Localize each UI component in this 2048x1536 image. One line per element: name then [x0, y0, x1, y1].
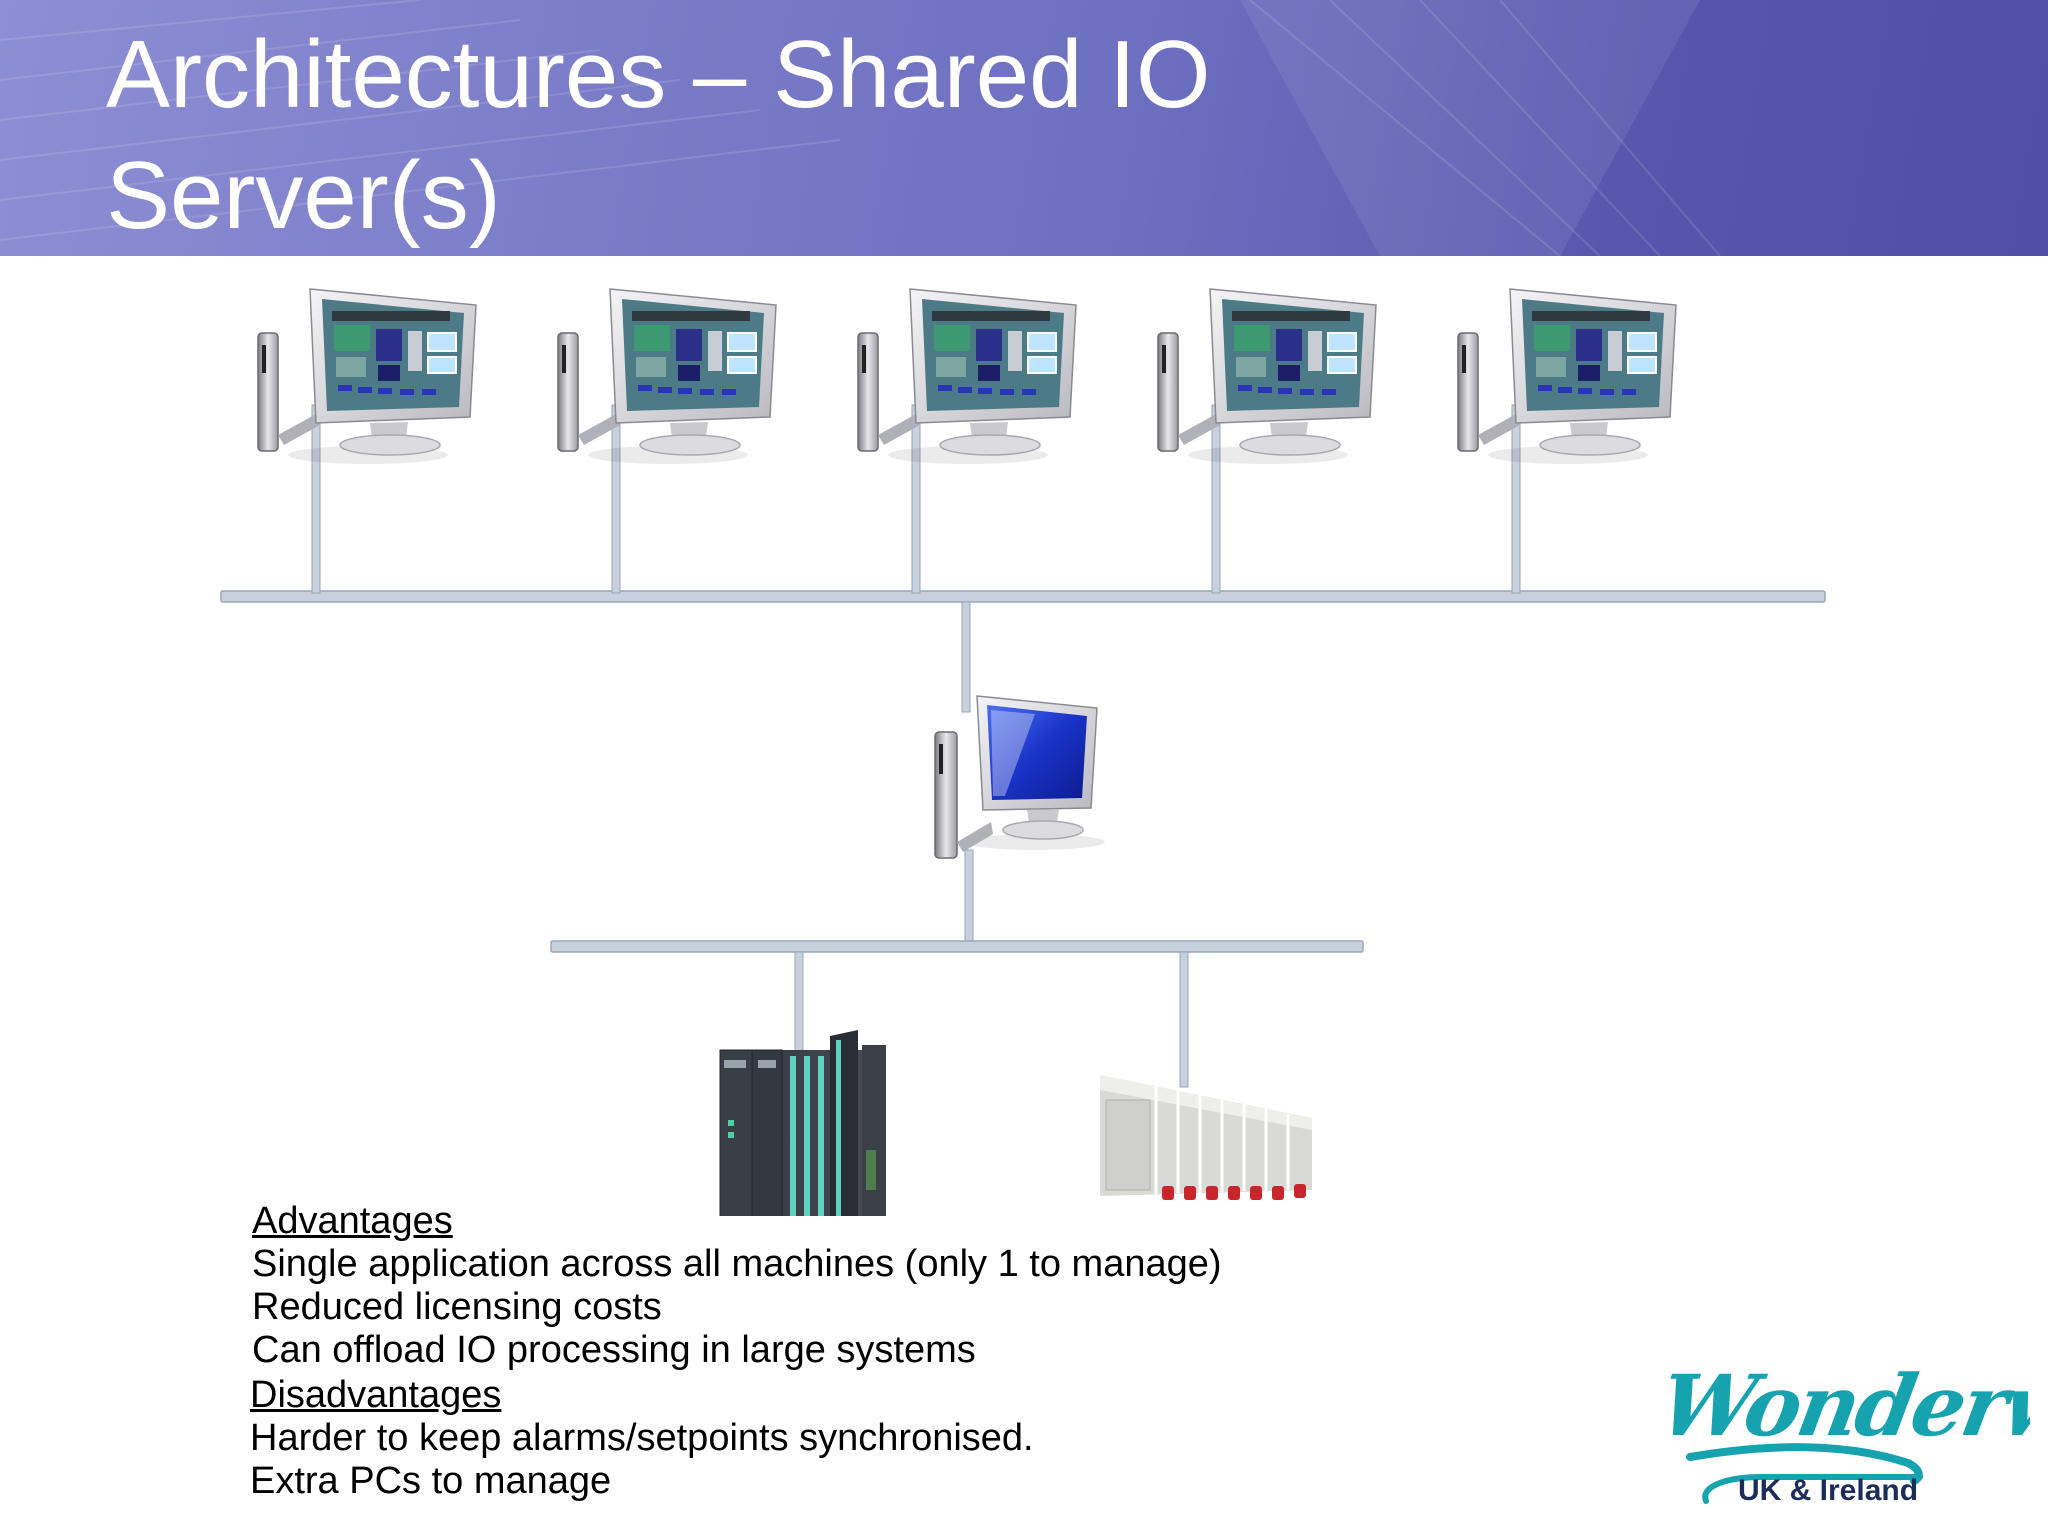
pros-cons-text: Advantages Single application across all… — [250, 1200, 1222, 1503]
wonderware-logo: Wonderware UK & Ireland — [1670, 1357, 2030, 1507]
io-server-computer-icon — [934, 695, 1106, 859]
logo-region-text: UK & Ireland — [1738, 1474, 1918, 1507]
advantage-item-3: Can offload IO processing in large syste… — [252, 1329, 976, 1371]
plc-rack-2-icon — [1100, 1075, 1312, 1200]
title-line-1: Architectures – Shared IO — [106, 21, 1211, 128]
slide-title: Architectures – Shared IO Server(s) — [106, 14, 1506, 256]
bottom-network-bus — [550, 849, 1364, 1088]
disadvantage-item-2: Extra PCs to manage — [250, 1460, 612, 1502]
disadvantages-heading: Disadvantages — [250, 1374, 502, 1416]
hmi-client-workstation-5-icon — [1457, 288, 1677, 465]
advantages-heading: Advantages — [252, 1200, 453, 1242]
advantage-item-1: Single application across all machines (… — [252, 1243, 1222, 1285]
disadvantage-item-1: Harder to keep alarms/setpoints synchron… — [250, 1417, 1034, 1459]
hmi-client-workstation-4-icon — [1157, 288, 1377, 465]
advantage-item-2: Reduced licensing costs — [252, 1286, 662, 1328]
logo-swoosh — [1686, 1443, 1923, 1485]
hmi-client-workstation-2-icon — [557, 288, 777, 465]
network-diagram — [220, 288, 1826, 1216]
hmi-client-workstation-3-icon — [857, 288, 1077, 465]
plc-rack-1-icon — [719, 1030, 886, 1216]
title-banner: Architectures – Shared IO Server(s) — [0, 0, 2048, 256]
title-line-2: Server(s) — [106, 142, 501, 249]
logo-brand-text: Wonderware — [1670, 1357, 2030, 1455]
building-background-graphic — [0, 0, 1721, 256]
top-network-bus — [220, 404, 1826, 713]
hmi-client-workstation-1-icon — [257, 288, 477, 465]
